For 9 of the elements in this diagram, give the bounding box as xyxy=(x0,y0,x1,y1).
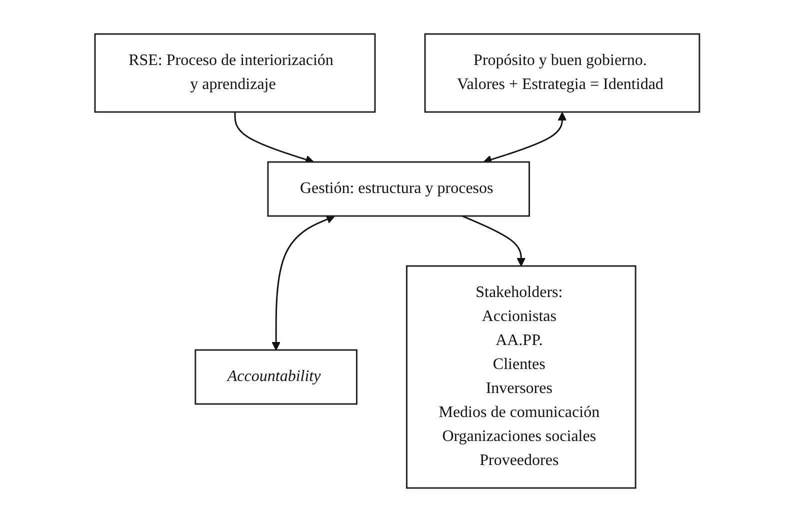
arrow xyxy=(271,214,335,350)
node-box: Propósito y buen gobierno. Valores + Estrategia = Identidad xyxy=(424,32,700,112)
arrow xyxy=(482,112,566,164)
node-box: Gestión: estructura y procesos xyxy=(267,160,530,216)
node-box: RSE: Proceso de interiorización y aprendizaje xyxy=(94,32,376,112)
node-box: Stakeholders: Accionistas AA.PP. Clientes Inversores Medios de comunicación Organizaciones sociales Proveedores xyxy=(406,264,636,488)
arrow xyxy=(462,214,526,266)
node-box: Accountability xyxy=(194,348,358,404)
arrow xyxy=(234,112,314,164)
